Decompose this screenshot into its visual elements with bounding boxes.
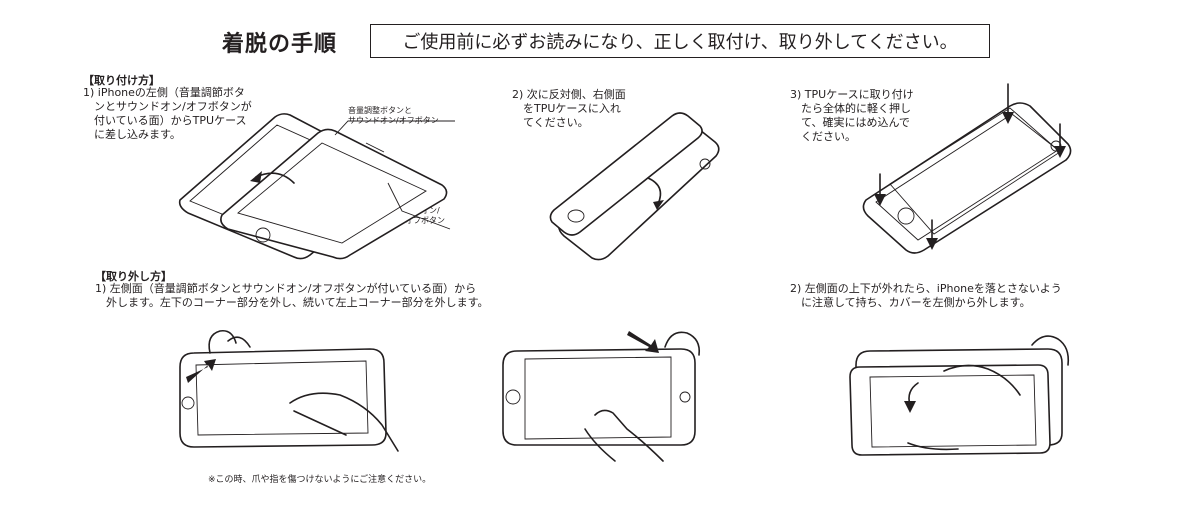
remove-heading: 【取り外し方】 bbox=[95, 270, 172, 283]
attach-step3-text: 3) TPUケースに取り付け たら全体的に軽く押し て、確実にはめ込んで くださ… bbox=[790, 88, 914, 143]
page-title: 着脱の手順 bbox=[222, 32, 338, 57]
notice-text: ご使用前に必ずお読みになり、正しく取付け、取り外してください。 bbox=[402, 32, 958, 53]
attach-step1-illustration bbox=[178, 113, 455, 260]
attach-heading: 【取り付け方】 bbox=[83, 74, 160, 87]
remove-step2-illustration bbox=[502, 331, 701, 462]
attach-step1-text: 1) iPhoneの左側（音量調節ボタ ンとサウンドオン/オフボタンが 付いてい… bbox=[83, 86, 252, 141]
caution-note: ※この時、爪や指を傷つけないようにご注意ください。 bbox=[208, 475, 432, 485]
notice-box: ご使用前に必ずお読みになり、正しく取付け、取り外してください。 bbox=[370, 24, 990, 58]
remove-step2-text: 2) 左側面の上下が外れたら、iPhoneを落とさないよう に注意して持ち、カバ… bbox=[790, 282, 1062, 309]
attach-step3-illustration bbox=[862, 83, 1072, 254]
remove-step3-illustration bbox=[849, 335, 1070, 456]
remove-step1-text: 1) 左側面（音量調節ボタンとサウンドオン/オフボタンが付いている面）から 外し… bbox=[95, 282, 489, 309]
attach-step2-text: 2) 次に反対側、右側面 をTPUケースに入れ てください。 bbox=[512, 88, 626, 129]
label-volume-buttons: 音量調整ボタンと サウンドオン/オフボタン bbox=[348, 106, 439, 125]
remove-step1-illustration bbox=[179, 329, 399, 452]
attach-step2-illustration bbox=[549, 112, 720, 261]
